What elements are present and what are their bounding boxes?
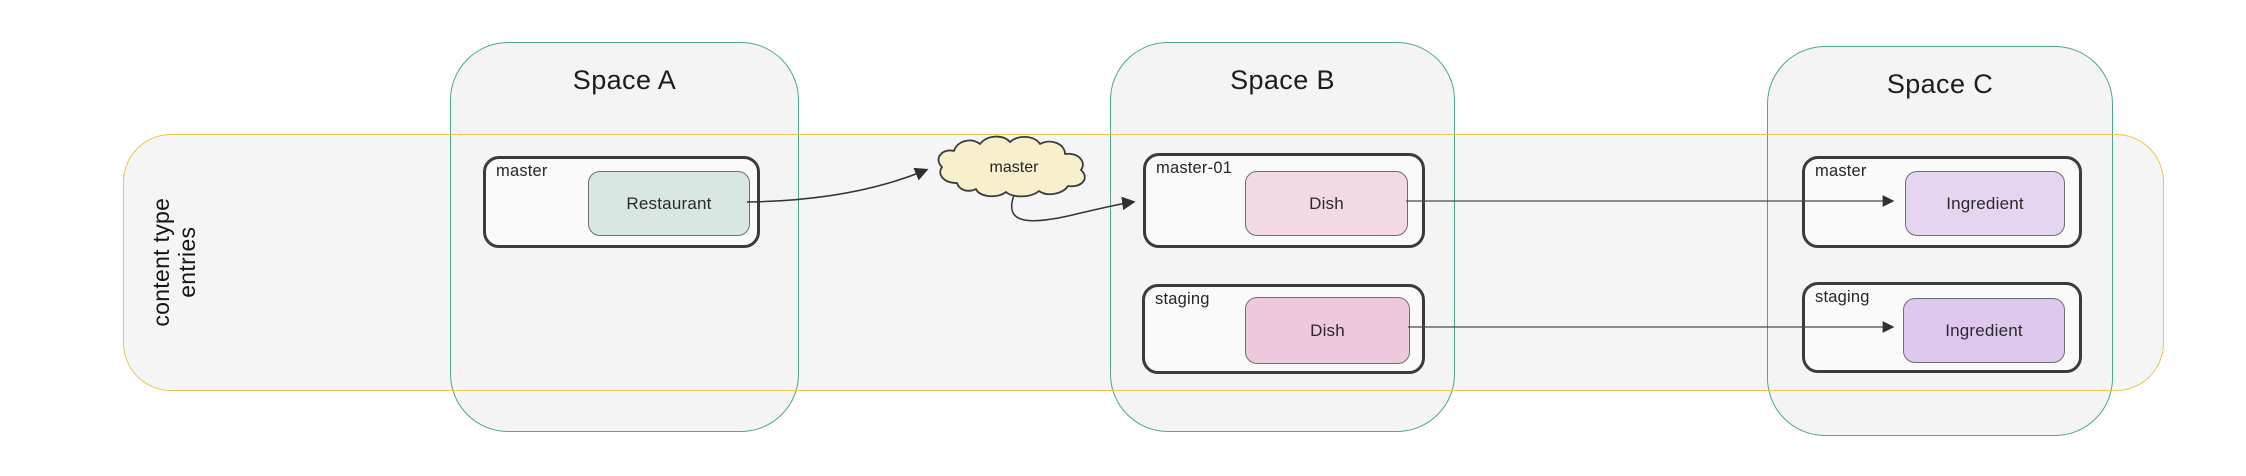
cloud-master-label: master <box>989 159 1039 176</box>
space-c-env-staging: staging Ingredient <box>1802 282 2082 373</box>
entry-dish-master: Dish <box>1245 171 1408 236</box>
space-a-env-master-label: master <box>496 162 548 180</box>
band-label-line1: content type <box>147 198 174 327</box>
space-b-env-master-01-label: master-01 <box>1156 159 1233 177</box>
space-b-env-master-01: master-01 Dish <box>1143 153 1425 248</box>
space-a-title: Space A <box>572 65 677 95</box>
space-b-env-staging-label: staging <box>1155 290 1210 308</box>
space-a-env-master: master Restaurant <box>483 156 760 248</box>
entry-ingredient-master: Ingredient <box>1905 171 2065 236</box>
band-label: content type entries <box>148 198 200 327</box>
band-label-line2: entries <box>174 226 201 299</box>
space-c-env-master: master Ingredient <box>1802 156 2082 248</box>
entry-ingredient-master-label: Ingredient <box>1946 193 2024 213</box>
entry-ingredient-staging: Ingredient <box>1903 298 2065 363</box>
space-c-env-master-label: master <box>1815 162 1867 180</box>
space-c-env-staging-label: staging <box>1815 288 1870 306</box>
entry-dish-staging: Dish <box>1245 297 1410 364</box>
entry-dish-master-label: Dish <box>1309 193 1344 213</box>
entry-dish-staging-label: Dish <box>1310 320 1345 340</box>
space-b-env-staging: staging Dish <box>1142 284 1425 374</box>
space-b-title: Space B <box>1230 65 1335 95</box>
entry-restaurant-label: Restaurant <box>626 193 712 213</box>
band-label-wrap: content type entries <box>126 134 222 391</box>
entry-ingredient-staging-label: Ingredient <box>1945 320 2023 340</box>
space-c-title: Space C <box>1886 69 1994 99</box>
entry-restaurant: Restaurant <box>588 171 750 236</box>
